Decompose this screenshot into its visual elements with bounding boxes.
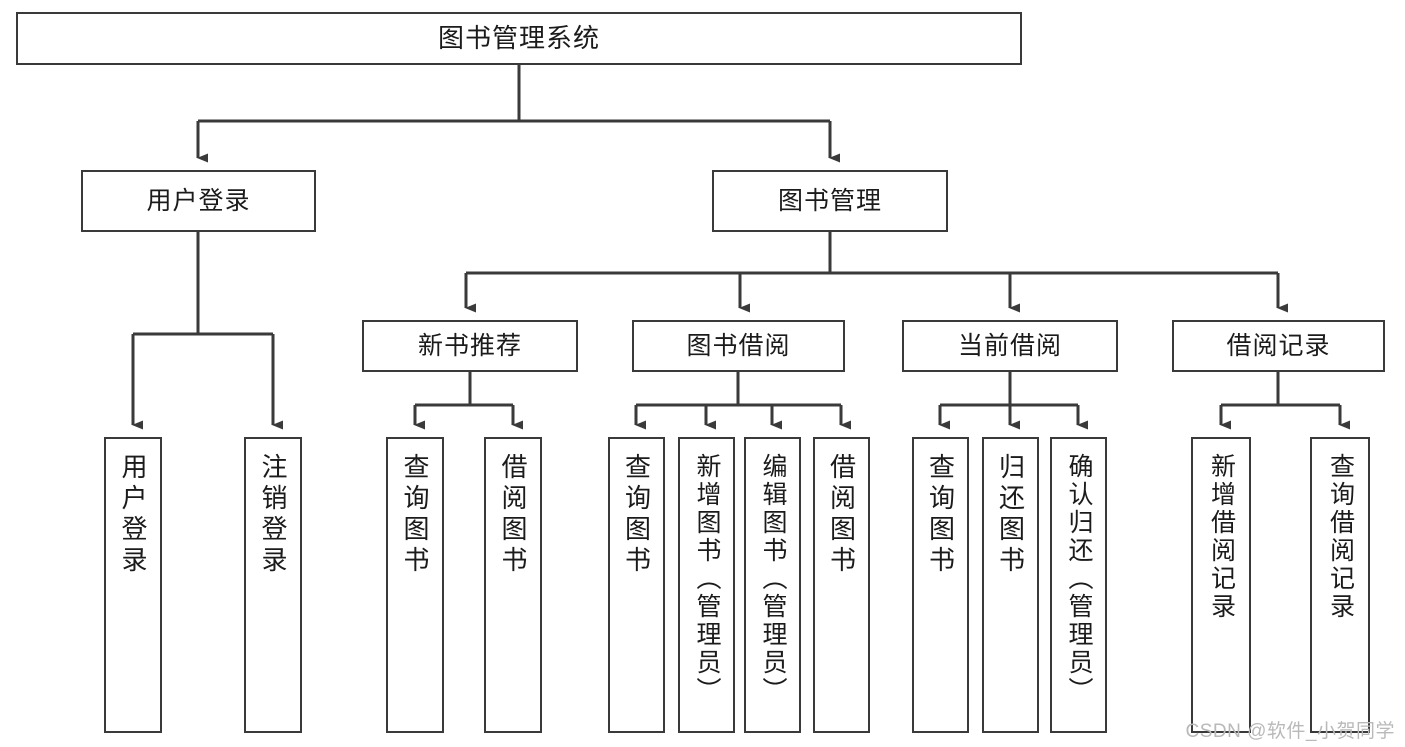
node-current-borrow[interactable]: 当前借阅 [902, 320, 1118, 372]
leaf-query-book-2[interactable]: 查询图书 [608, 437, 665, 733]
leaf-return-book[interactable]: 归还图书 [982, 437, 1039, 733]
node-new-book-rec[interactable]: 新书推荐 [362, 320, 578, 372]
leaf-logout-label: 注销登录 [258, 453, 288, 577]
node-root[interactable]: 图书管理系统 [16, 12, 1022, 65]
leaf-user-login-label: 用户登录 [118, 453, 148, 577]
leaf-confirm-return-label: 确认归还（管理员） [1065, 453, 1093, 705]
leaf-edit-book-label: 编辑图书（管理员） [759, 453, 787, 705]
leaf-add-record[interactable]: 新增借阅记录 [1191, 437, 1251, 733]
node-user-login[interactable]: 用户登录 [81, 170, 316, 232]
leaf-add-book-label: 新增图书（管理员） [693, 453, 721, 705]
leaf-edit-book[interactable]: 编辑图书（管理员） [744, 437, 801, 733]
leaf-query-record[interactable]: 查询借阅记录 [1310, 437, 1370, 733]
leaf-query-book-1[interactable]: 查询图书 [386, 437, 444, 733]
node-current-borrow-label: 当前借阅 [957, 332, 1062, 360]
leaf-query-book-3-label: 查询图书 [925, 453, 956, 577]
leaf-query-book-2-label: 查询图书 [621, 453, 652, 577]
leaf-query-book-1-label: 查询图书 [400, 453, 430, 577]
leaf-query-book-3[interactable]: 查询图书 [912, 437, 969, 733]
leaf-borrow-book-2[interactable]: 借阅图书 [813, 437, 870, 733]
node-book-manage-label: 图书管理 [777, 187, 882, 215]
node-user-login-label: 用户登录 [146, 187, 251, 215]
leaf-confirm-return[interactable]: 确认归还（管理员） [1050, 437, 1107, 733]
node-new-book-rec-label: 新书推荐 [417, 332, 522, 360]
node-book-borrow-label: 图书借阅 [686, 332, 791, 360]
leaf-borrow-book-1-label: 借阅图书 [498, 453, 528, 577]
leaf-user-login[interactable]: 用户登录 [104, 437, 162, 733]
node-borrow-record[interactable]: 借阅记录 [1172, 320, 1385, 372]
node-borrow-record-label: 借阅记录 [1226, 332, 1331, 360]
node-root-label: 图书管理系统 [437, 22, 600, 53]
leaf-logout[interactable]: 注销登录 [244, 437, 302, 733]
leaf-add-record-label: 新增借阅记录 [1207, 453, 1236, 621]
node-book-manage[interactable]: 图书管理 [712, 170, 948, 232]
leaf-return-book-label: 归还图书 [995, 453, 1026, 577]
leaf-query-record-label: 查询借阅记录 [1326, 453, 1355, 621]
leaf-borrow-book-2-label: 借阅图书 [826, 453, 857, 577]
leaf-add-book[interactable]: 新增图书（管理员） [678, 437, 735, 733]
leaf-borrow-book-1[interactable]: 借阅图书 [484, 437, 542, 733]
node-book-borrow[interactable]: 图书借阅 [632, 320, 845, 372]
